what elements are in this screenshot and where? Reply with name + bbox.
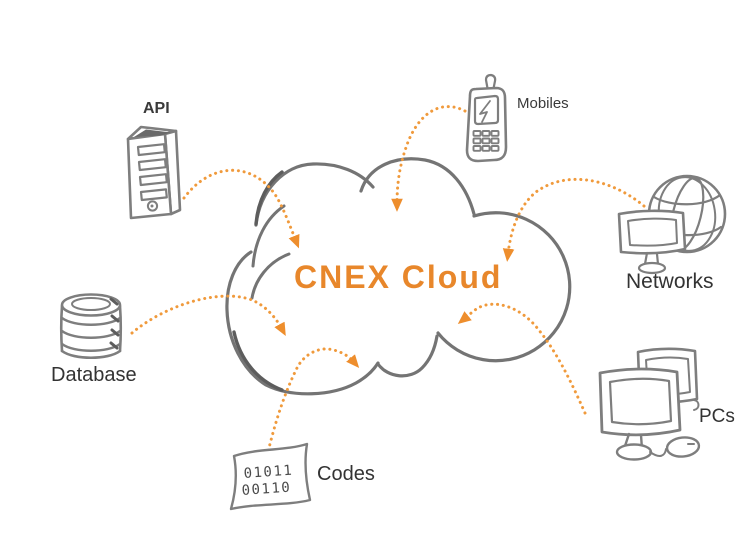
node-label-mobiles: Mobiles — [517, 95, 569, 112]
node-label-database: Database — [51, 364, 137, 386]
globe-monitor-icon — [617, 174, 727, 275]
arrow-codes-to-cloud — [265, 347, 360, 458]
arrow-mobiles-to-cloud — [391, 105, 467, 212]
mobile-phone-icon — [465, 73, 508, 163]
arrow-api-to-cloud — [182, 168, 300, 249]
node-label-networks: Networks — [626, 270, 714, 293]
node-label-codes: Codes — [317, 463, 375, 485]
desktop-computers-icon — [598, 347, 701, 461]
arrow-database-to-cloud — [130, 294, 286, 336]
binary-paper-icon: 01011 00110 — [229, 442, 312, 511]
binary-line-2: 00110 — [241, 480, 292, 499]
connection-arrows — [130, 105, 646, 458]
binary-line-1: 01011 — [243, 463, 294, 482]
server-tower-icon — [126, 125, 182, 220]
cloud-outline — [225, 157, 572, 396]
cloud-title: CNEX Cloud — [294, 259, 503, 295]
arrow-networks-to-cloud — [502, 177, 646, 262]
node-label-api: API — [143, 100, 170, 117]
node-label-pcs: PCs — [699, 406, 735, 427]
database-cylinders-icon — [59, 293, 123, 360]
arrow-pcs-to-cloud — [457, 302, 587, 415]
